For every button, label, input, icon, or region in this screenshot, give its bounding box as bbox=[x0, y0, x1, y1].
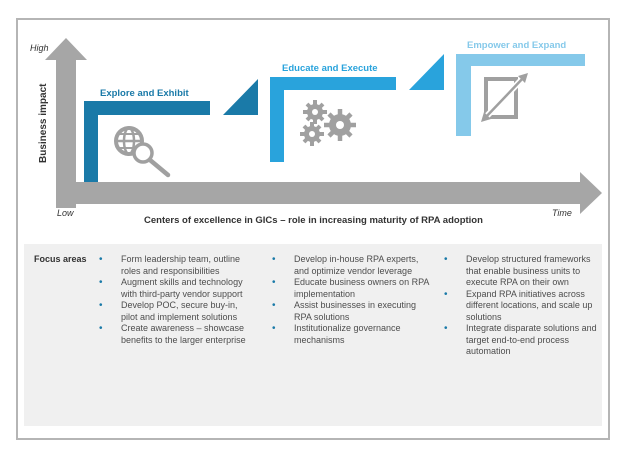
expand-icon bbox=[481, 73, 528, 122]
focus-areas-panel: Focus areas Form leadership team, outlin… bbox=[24, 244, 602, 426]
focus-column-1: Form leadership team, outline roles and … bbox=[99, 254, 249, 346]
x-axis-time-label: Time bbox=[552, 208, 572, 218]
stage-2-step bbox=[270, 77, 396, 162]
focus-item: Expand RPA initiatives across different … bbox=[444, 289, 599, 324]
stage-2-connector bbox=[409, 54, 444, 90]
focus-item: Augment skills and technology with third… bbox=[99, 277, 249, 300]
y-axis-arrow bbox=[45, 38, 87, 208]
focus-item: Institutionalize governance mechanisms bbox=[272, 323, 432, 346]
stage-3-title: Empower and Expand bbox=[467, 40, 567, 51]
focus-item: Develop POC, secure buy-in, pilot and im… bbox=[99, 300, 249, 323]
stage-1-connector bbox=[223, 79, 258, 115]
diagram-caption: Centers of excellence in GICs – role in … bbox=[144, 215, 483, 226]
y-axis-low-label: Low bbox=[57, 208, 74, 218]
stage-1-step bbox=[84, 101, 210, 182]
focus-column-3: Develop structured frameworks that enabl… bbox=[444, 254, 599, 358]
focus-areas-label: Focus areas bbox=[34, 254, 87, 264]
stage-1-title: Explore and Exhibit bbox=[100, 88, 189, 99]
y-axis-high-label: High bbox=[30, 43, 49, 53]
focus-item: Integrate disparate solutions and target… bbox=[444, 323, 599, 358]
focus-item: Form leadership team, outline roles and … bbox=[99, 254, 249, 277]
focus-item: Educate business owners on RPA implement… bbox=[272, 277, 432, 300]
maturity-staircase bbox=[45, 38, 602, 214]
focus-item: Create awareness – showcase benefits to … bbox=[99, 323, 249, 346]
focus-item: Assist businesses in executing RPA solut… bbox=[272, 300, 432, 323]
globe-search-icon bbox=[114, 126, 171, 178]
stage-3-step bbox=[456, 54, 585, 136]
focus-item: Develop in-house RPA experts, and optimi… bbox=[272, 254, 432, 277]
focus-item: Develop structured frameworks that enabl… bbox=[444, 254, 599, 289]
gears-icon bbox=[300, 100, 356, 146]
focus-column-2: Develop in-house RPA experts, and optimi… bbox=[272, 254, 432, 346]
y-axis-title: Business impact bbox=[38, 83, 49, 163]
x-axis-arrow bbox=[56, 172, 602, 214]
stage-2-title: Educate and Execute bbox=[282, 63, 378, 74]
